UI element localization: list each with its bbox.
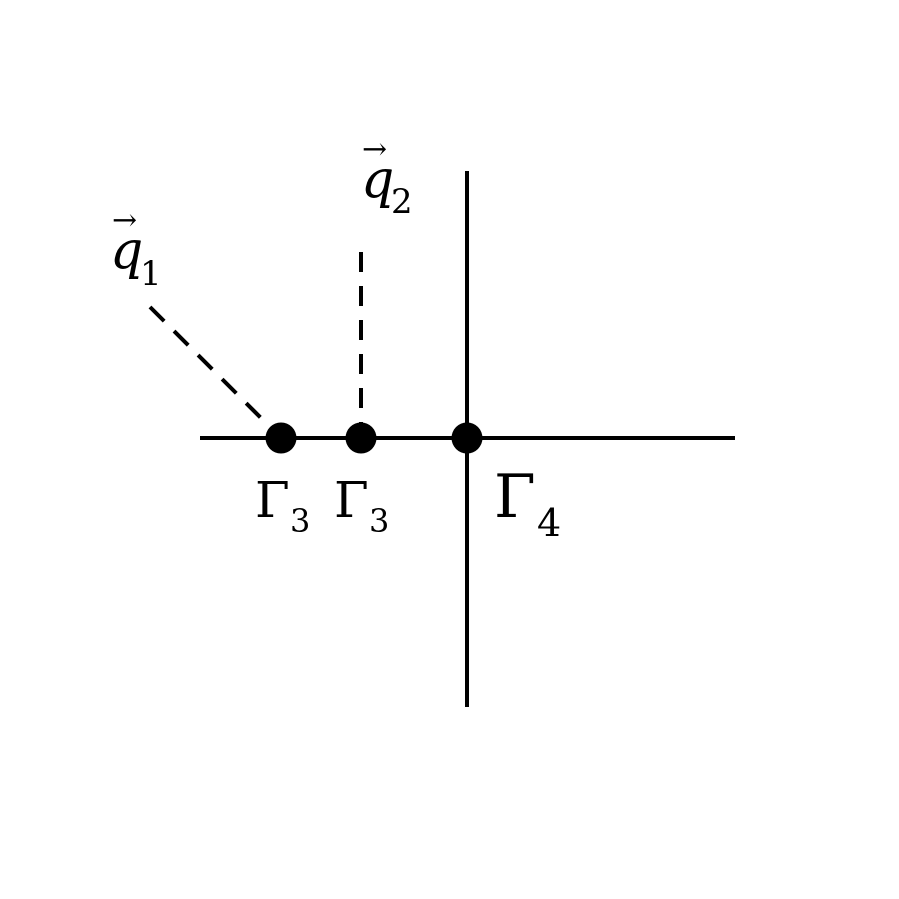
gamma4-point bbox=[451, 422, 483, 454]
q1-dashed-connector bbox=[148, 305, 274, 431]
q2-subscript: 2 bbox=[391, 182, 413, 222]
gamma3-left-subscript: 3 bbox=[290, 502, 310, 540]
gamma4-subscript: 4 bbox=[537, 501, 561, 545]
gamma3-label-left: Γ 3 bbox=[255, 471, 310, 540]
gamma3-label-right: Γ 3 bbox=[334, 471, 389, 540]
q1-subscript: 1 bbox=[140, 254, 162, 294]
q1-vector-arrow: → bbox=[112, 203, 137, 238]
q1-label: → q 1 bbox=[110, 203, 162, 294]
gamma3-point-left bbox=[265, 422, 297, 454]
q1-base: q bbox=[110, 221, 143, 281]
gamma4-base: Γ bbox=[494, 462, 536, 532]
q2-base: q bbox=[361, 150, 394, 210]
gamma4-label: Γ 4 bbox=[494, 462, 561, 545]
gamma3-left-base: Γ bbox=[255, 471, 290, 529]
gamma3-point-right bbox=[345, 422, 377, 454]
q2-label: → q 2 bbox=[361, 132, 413, 222]
gamma3-right-subscript: 3 bbox=[369, 502, 389, 540]
q2-vector-arrow: → bbox=[362, 132, 387, 167]
gamma3-right-base: Γ bbox=[334, 471, 369, 529]
